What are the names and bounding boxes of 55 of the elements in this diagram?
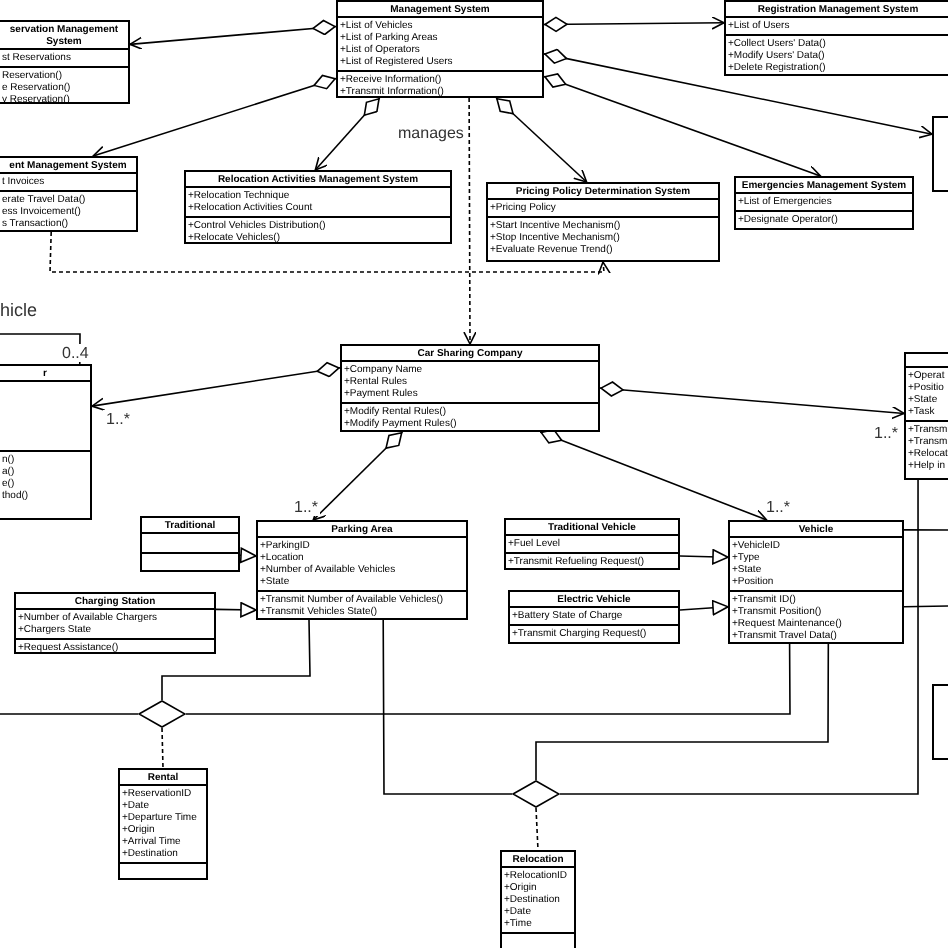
association-diamond (512, 780, 560, 808)
generalization-arrow (215, 601, 257, 618)
class-box (734, 176, 914, 230)
association-line (382, 619, 513, 795)
aggregation-arrow (599, 381, 905, 420)
dashed-line (535, 807, 539, 851)
association-line (185, 643, 791, 715)
association-line (0, 333, 81, 365)
multiplicity-label: 1..* (872, 424, 901, 442)
class-box (486, 182, 720, 262)
class-box (140, 516, 240, 572)
class-box (118, 768, 208, 880)
class-box (728, 520, 904, 644)
class-box (184, 170, 452, 244)
generalization-arrow (239, 547, 257, 564)
aggregation-arrow (543, 16, 725, 33)
class-box (14, 592, 216, 654)
aggregation-arrow (92, 74, 337, 159)
association-line (903, 529, 948, 531)
aggregation-arrow (129, 19, 337, 51)
class-box (256, 520, 468, 620)
generalization-arrow (679, 549, 729, 565)
association-diamond (138, 700, 186, 728)
association-line (0, 713, 139, 715)
aggregation-arrow (314, 97, 381, 171)
dependency-arrow (463, 97, 477, 345)
multiplicity-label: 1..* (764, 498, 793, 516)
association-line (161, 619, 311, 701)
class-box (0, 156, 138, 232)
class-box (0, 20, 130, 104)
class-box (0, 364, 92, 520)
class-box (904, 352, 948, 480)
aggregation-arrow (543, 48, 933, 139)
class-box (500, 850, 576, 948)
class-box (508, 590, 680, 644)
association-line (559, 479, 919, 795)
multiplicity-label: 1..* (104, 410, 133, 428)
aggregation-arrow (539, 429, 768, 523)
aggregation-arrow (495, 97, 588, 183)
class-box (724, 0, 948, 76)
association-line (903, 605, 948, 608)
class-box (336, 0, 544, 98)
dependency-arrow (49, 231, 611, 276)
association-name: hicle (0, 302, 38, 320)
multiplicity-label: 0..4 (60, 344, 91, 362)
class-box (504, 518, 680, 570)
multiplicity-label: 1..* (292, 498, 321, 516)
class-box (340, 344, 600, 432)
edge-label: manages (396, 124, 466, 142)
dashed-line (161, 727, 164, 769)
association-line (535, 643, 830, 781)
aggregation-arrow (91, 361, 341, 411)
generalization-arrow (679, 600, 729, 616)
aggregation-arrow (312, 431, 404, 521)
aggregation-arrow (543, 73, 822, 179)
